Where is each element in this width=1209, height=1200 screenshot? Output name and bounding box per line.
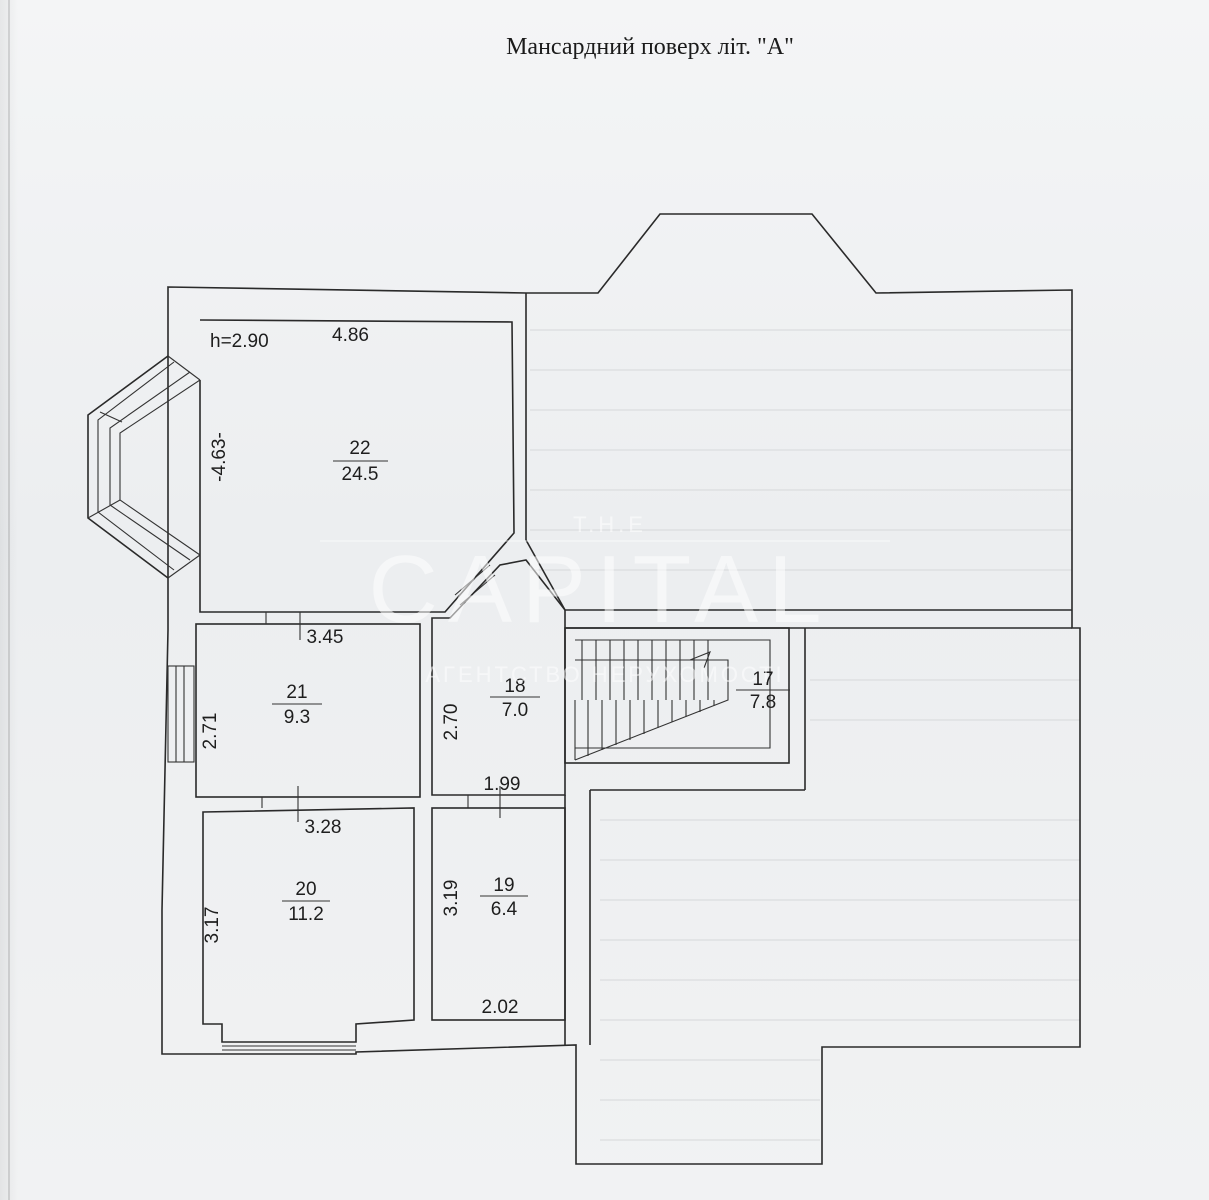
room-21-area: 9.3 <box>284 707 310 728</box>
room-17-number: 17 <box>752 669 773 690</box>
room-22-width-label: 4.86 <box>332 325 369 346</box>
room-18-number: 18 <box>504 676 525 697</box>
room-20 <box>202 807 415 1043</box>
room-19-bottom-width-label: 2.02 <box>482 997 519 1018</box>
staircase-17 <box>564 627 806 1045</box>
room-19-number: 19 <box>493 875 514 896</box>
room-19-area: 6.4 <box>491 899 518 920</box>
room-21 <box>195 623 421 798</box>
room-21-depth-label: 2.71 <box>200 713 221 750</box>
area-fraction-lines <box>272 460 790 902</box>
agency-watermark: T.H.E CAPITAL АГЕНТСТВО НЕРУХОМОСТІ <box>320 512 890 687</box>
room-21-number: 21 <box>286 682 307 703</box>
room-20-depth-label: 3.17 <box>202 907 223 944</box>
watermark-sub: АГЕНТСТВО НЕРУХОМОСТІ <box>425 662 784 687</box>
room-22-area: 24.5 <box>342 464 379 485</box>
room-21-width-label: 3.45 <box>307 627 344 648</box>
room-17-area: 7.8 <box>750 692 776 713</box>
bay-window <box>87 355 169 579</box>
hatched-area <box>530 329 1080 1141</box>
room-19-depth-label: 3.19 <box>441 880 462 917</box>
outer-wall <box>161 213 1081 1165</box>
room-22-walls <box>199 319 515 613</box>
room-18-area: 7.0 <box>502 700 528 721</box>
room-20-width-label: 3.28 <box>305 817 342 838</box>
window-left-21 <box>167 665 195 763</box>
room-18 <box>431 559 566 796</box>
bay-window-mullions <box>87 355 201 579</box>
room-22-number: 22 <box>349 438 370 459</box>
room-19-top-width-label: 1.99 <box>484 774 521 795</box>
ceiling-height-label: h=2.90 <box>210 331 269 352</box>
watermark-main: CAPITAL <box>369 536 832 643</box>
room-18-depth-label: 2.70 <box>441 704 462 741</box>
room-20-number: 20 <box>295 879 316 900</box>
stair-direction-arrow-icon <box>689 651 711 669</box>
watermark-top: T.H.E <box>573 512 647 537</box>
room-22-depth-label: -4.63- <box>209 432 230 482</box>
room-20-area: 11.2 <box>288 904 324 925</box>
floor-plan-title: Мансардний поверх літ. "А" <box>506 34 794 60</box>
paper-fold-edge <box>8 0 10 1200</box>
